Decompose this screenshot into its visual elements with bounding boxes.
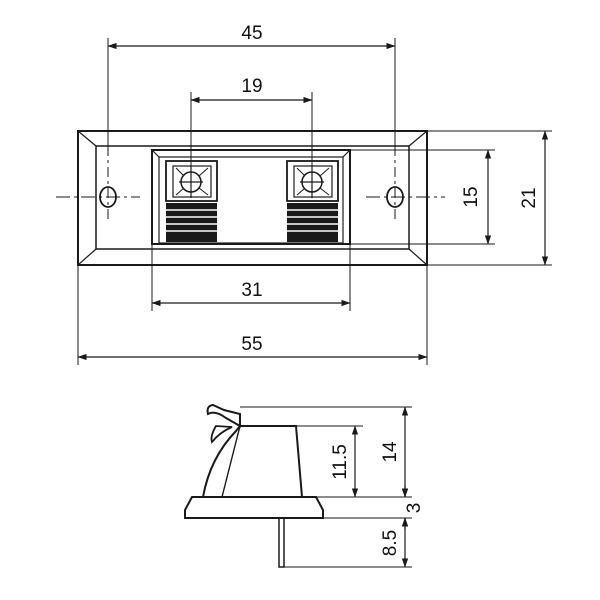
side-flange — [184, 496, 324, 519]
plate-outline — [77, 130, 428, 266]
dimension-14-label: 14 — [380, 441, 401, 463]
dimension-15-label: 15 — [461, 186, 482, 207]
side-body — [202, 425, 303, 498]
right-mounting-hole — [366, 146, 445, 222]
top-view: 45 19 31 55 15 — [56, 23, 552, 365]
dimension-3-label: 3 — [404, 503, 425, 514]
side-pin — [278, 517, 285, 568]
dimension-21-label: 21 — [519, 187, 540, 208]
dimension-3: 3 — [401, 485, 425, 530]
dimension-31: 31 — [151, 244, 351, 311]
dimension-19: 19 — [190, 76, 313, 166]
dimension-11-5-label: 11.5 — [330, 444, 351, 480]
right-terminal — [286, 160, 339, 242]
dimension-45-label: 45 — [241, 23, 262, 44]
terminal-opening — [151, 149, 351, 245]
dimension-19-label: 19 — [241, 76, 262, 97]
dimension-21: 21 — [427, 130, 552, 266]
dimension-31-label: 31 — [241, 280, 262, 301]
dimension-8-5: 8.5 — [380, 517, 409, 568]
side-view: 11.5 14 3 8.5 — [184, 403, 425, 568]
plate-bevel — [95, 145, 410, 250]
dimension-11-5: 11.5 — [330, 425, 359, 498]
left-mounting-hole — [56, 146, 140, 222]
left-terminal — [165, 160, 218, 242]
dimension-15: 15 — [350, 149, 495, 245]
dimension-14: 14 — [380, 406, 409, 498]
dimension-45: 45 — [107, 23, 396, 146]
dimension-8-5-label: 8.5 — [380, 530, 401, 556]
dimension-55: 55 — [77, 265, 428, 365]
dimension-55-label: 55 — [241, 334, 262, 355]
side-lever — [206, 403, 241, 428]
